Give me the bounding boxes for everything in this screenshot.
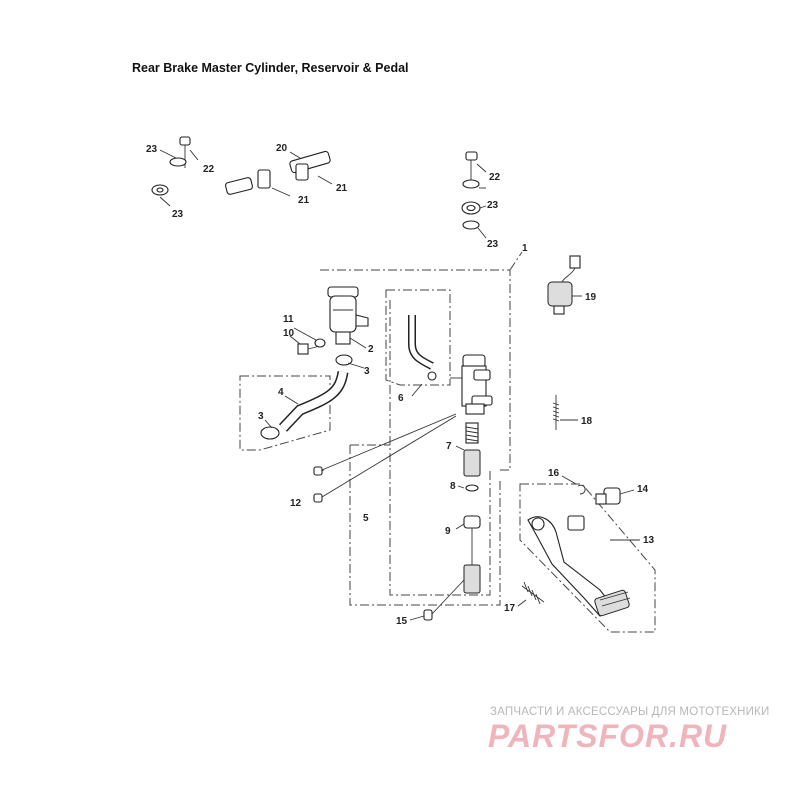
pin-15 xyxy=(423,609,433,621)
screw-12-upper xyxy=(313,466,323,476)
callout-23: 23 xyxy=(172,209,184,220)
callout-22: 22 xyxy=(489,172,501,183)
hose-clamp-lower xyxy=(260,426,280,440)
reservoir-hose xyxy=(280,371,347,431)
callout-3: 3 xyxy=(258,411,264,422)
pivot-bolt-14 xyxy=(595,487,635,505)
return-spring xyxy=(521,581,545,605)
callout-9: 9 xyxy=(445,526,451,537)
callout-11: 11 xyxy=(283,314,294,325)
group-outline-5 xyxy=(349,444,501,606)
brake-fluid-reservoir xyxy=(327,286,369,349)
callout-7: 7 xyxy=(446,441,452,452)
callout-14: 14 xyxy=(637,484,649,495)
watermark-tagline: ЗАПЧАСТИ И АКСЕССУАРЫ ДЛЯ МОТОТЕХНИКИ xyxy=(490,706,770,718)
callout-6: 6 xyxy=(398,393,404,404)
callout-16: 16 xyxy=(548,468,560,479)
callout-18: 18 xyxy=(581,416,593,427)
callout-13: 13 xyxy=(643,535,655,546)
callout-21: 21 xyxy=(298,195,310,206)
callout-23: 23 xyxy=(487,200,499,211)
callout-17: 17 xyxy=(504,603,516,614)
clip-16 xyxy=(577,484,586,495)
callout-23: 23 xyxy=(146,144,158,155)
callout-22: 22 xyxy=(203,164,215,175)
pushrod-clevis xyxy=(463,564,481,594)
group-outline-1 xyxy=(320,269,511,471)
group-outline-inner xyxy=(389,300,491,596)
seal-8 xyxy=(465,484,479,492)
callout-15: 15 xyxy=(396,616,408,627)
callout-3: 3 xyxy=(364,366,370,377)
group-outline-6 xyxy=(385,289,451,386)
master-cylinder-body xyxy=(450,354,493,415)
piston xyxy=(463,449,481,477)
callout-10: 10 xyxy=(283,328,295,339)
brake-hose-assembly xyxy=(151,136,487,239)
callout-8: 8 xyxy=(450,481,456,492)
boot-9 xyxy=(463,515,481,529)
page-title: Rear Brake Master Cylinder, Reservoir & … xyxy=(132,61,409,75)
brake-light-switch xyxy=(547,255,582,315)
switch-spring xyxy=(552,395,560,430)
hose-clamp-upper xyxy=(335,354,353,366)
callout-21: 21 xyxy=(336,183,348,194)
group-outline-4 xyxy=(239,375,331,451)
callout-2: 2 xyxy=(368,344,374,355)
callout-12: 12 xyxy=(290,498,302,509)
washer-11 xyxy=(314,338,326,348)
callout-1: 1 xyxy=(522,243,528,254)
callout-20: 20 xyxy=(276,143,288,154)
watermark-logo: PARTSFOR.RU xyxy=(488,718,728,754)
brake-pedal xyxy=(527,515,631,617)
callout-5: 5 xyxy=(363,513,369,524)
callout-19: 19 xyxy=(585,292,597,303)
master-cylinder-pipe xyxy=(409,315,434,369)
callout-23: 23 xyxy=(487,239,499,250)
callout-4: 4 xyxy=(278,387,284,398)
bolt-10 xyxy=(297,343,309,355)
group-outline-13 xyxy=(519,483,656,633)
screw-12-lower xyxy=(313,493,323,503)
